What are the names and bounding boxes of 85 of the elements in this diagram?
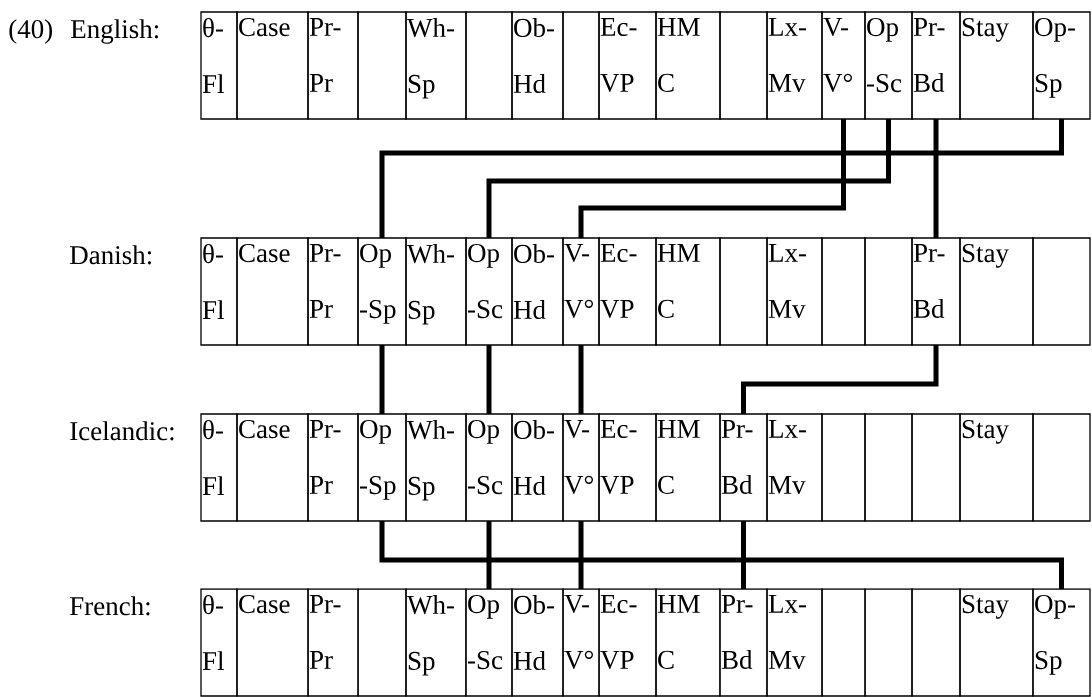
language-label: Danish:	[70, 245, 151, 265]
slot-box: Lx- Mv	[766, 11, 823, 120]
slot-box: Op- Sp	[1032, 588, 1091, 697]
empty-slot-box	[719, 11, 768, 120]
slot-box: HM C	[655, 11, 721, 120]
slot-box: Pr- Bd	[719, 413, 768, 522]
connector-line	[578, 521, 584, 589]
slot-box: Wh- Sp	[405, 588, 467, 697]
slot-box: θ- Fl	[200, 413, 238, 522]
empty-slot-box	[465, 11, 513, 120]
slot-box: Op -Sp	[357, 237, 407, 346]
language-label: English:	[71, 19, 159, 44]
slot-box: Pr- Pr	[307, 237, 359, 346]
empty-slot-box	[1032, 413, 1091, 522]
slot-box: V- V°	[821, 11, 866, 120]
slot-box: Lx- Mv	[766, 588, 823, 697]
empty-slot-box	[1032, 237, 1091, 346]
slot-box: Wh- Sp	[405, 11, 467, 120]
connector-line	[578, 345, 584, 414]
language-label: French:	[70, 596, 150, 616]
slot-box: Stay	[959, 11, 1034, 120]
slot-box: HM C	[655, 237, 721, 346]
slot-box: Pr- Pr	[307, 413, 359, 522]
connector-line	[486, 345, 492, 414]
slot-box: Pr- Bd	[911, 11, 961, 120]
empty-slot-box	[357, 588, 407, 697]
slot-box: θ- Fl	[200, 237, 238, 346]
slot-box: Pr- Pr	[307, 588, 359, 697]
empty-slot-box	[562, 11, 600, 120]
slot-box: θ- Fl	[200, 588, 238, 697]
slot-box: Wh- Sp	[405, 413, 467, 522]
slot-box: Lx- Mv	[766, 413, 823, 522]
slot-box: Pr- Pr	[307, 11, 359, 120]
connector-line	[379, 521, 1064, 589]
slot-box: V- V°	[562, 588, 600, 697]
slot-box: Ob- Hd	[511, 11, 564, 120]
empty-slot-box	[911, 588, 961, 697]
slot-box: Ob- Hd	[511, 588, 564, 697]
slot-box: Op -Sp	[357, 413, 407, 522]
empty-slot-box	[821, 237, 866, 346]
slot-box: Ec- VP	[598, 11, 657, 120]
empty-slot-box	[821, 413, 866, 522]
slot-box: Case	[236, 11, 309, 120]
slot-box: Case	[236, 413, 309, 522]
slot-box: Wh- Sp	[405, 237, 467, 346]
slot-box: Case	[236, 237, 309, 346]
empty-slot-box	[719, 237, 768, 346]
slot-box: Ob- Hd	[511, 237, 564, 346]
slot-box: Pr- Bd	[911, 237, 961, 346]
slot-box: Ec- VP	[598, 413, 657, 522]
connector-line	[933, 119, 939, 238]
slot-box: Case	[236, 588, 309, 697]
slot-box: Op -Sc	[465, 588, 513, 697]
slot-box: Op -Sc	[465, 413, 513, 522]
example-number: (40)	[9, 19, 52, 44]
slot-box: Ob- Hd	[511, 413, 564, 522]
slot-box: Stay	[959, 413, 1034, 522]
language-label: Icelandic:	[70, 421, 174, 441]
empty-slot-box	[864, 237, 913, 346]
slot-box: Op -Sc	[465, 237, 513, 346]
slot-box: θ- Fl	[200, 11, 238, 120]
connector-line	[379, 119, 1064, 238]
slot-box: HM C	[655, 588, 721, 697]
slot-box: Stay	[959, 588, 1034, 697]
connector-line	[486, 119, 891, 238]
slot-box: Stay	[959, 237, 1034, 346]
slot-box: HM C	[655, 413, 721, 522]
empty-slot-box	[864, 588, 913, 697]
empty-slot-box	[821, 588, 866, 697]
connector-line	[578, 119, 846, 238]
connector-line	[379, 345, 385, 414]
slot-box: Op- Sp	[1032, 11, 1091, 120]
slot-box: V- V°	[562, 237, 600, 346]
slot-box: V- V°	[562, 413, 600, 522]
slot-box: Ec- VP	[598, 588, 657, 697]
empty-slot-box	[864, 413, 913, 522]
slot-box: Op -Sc	[864, 11, 913, 120]
connector-line	[486, 521, 492, 589]
empty-slot-box	[357, 11, 407, 120]
connector-line	[741, 345, 939, 414]
connector-line	[741, 521, 746, 589]
slot-box: Ec- VP	[598, 237, 657, 346]
slot-box: Pr- Bd	[719, 588, 768, 697]
empty-slot-box	[911, 413, 961, 522]
slot-box: Lx- Mv	[766, 237, 823, 346]
